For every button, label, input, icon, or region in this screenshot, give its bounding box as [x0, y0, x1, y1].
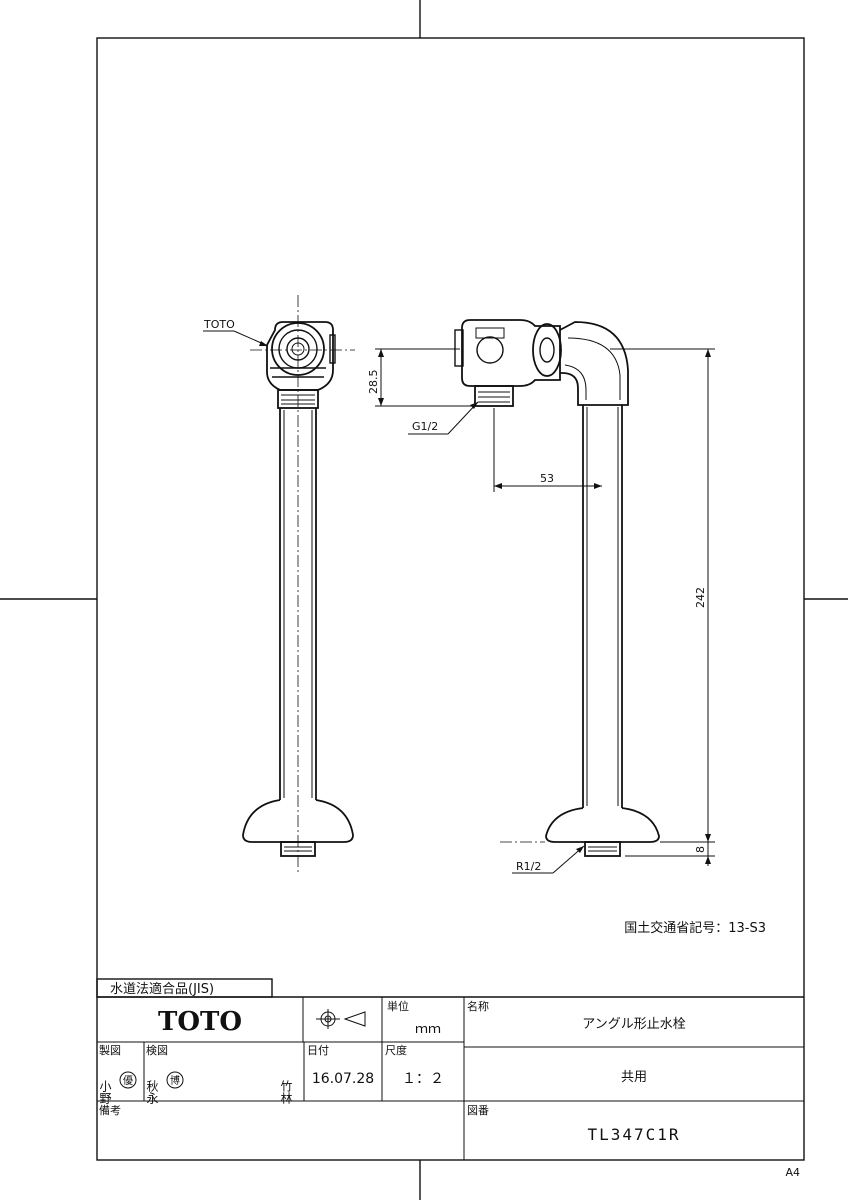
- common-usage: 共用: [621, 1070, 647, 1085]
- paper-size: A4: [785, 1166, 800, 1179]
- r-thread-label: R1/2: [516, 860, 541, 873]
- side-view: [454, 319, 660, 857]
- check-value: 秋永: [145, 1080, 159, 1104]
- jis-title: 水道法適合品(JIS): [110, 981, 214, 997]
- scale-value: １：２: [402, 1071, 444, 1087]
- name-label: 名称: [467, 999, 489, 1013]
- check-stamp-char: 博: [170, 1074, 180, 1087]
- scale-label: 尺度: [385, 1043, 407, 1057]
- date-label: 日付: [307, 1044, 329, 1057]
- dimension-53: [493, 408, 602, 492]
- dimension-28-5: [375, 348, 475, 407]
- unit-value: ｍｍ: [415, 1022, 441, 1037]
- toto-callout-label: TOTO: [203, 318, 235, 331]
- projection-symbol-icon: [316, 1009, 366, 1029]
- dim-28-5-label: 28.5: [367, 370, 380, 395]
- check-stamp: [166, 1071, 184, 1089]
- g-thread-label: G1/2: [412, 420, 438, 433]
- dim-8-label: 8: [694, 846, 707, 853]
- date-value: 16.07.28: [312, 1071, 374, 1087]
- registration-note: 国土交通省記号：13-S3: [624, 920, 766, 936]
- drawing-no-label: 図番: [467, 1104, 489, 1117]
- dim-53-label: 53: [540, 472, 554, 485]
- made-stamp-char: 優: [123, 1074, 133, 1087]
- r-thread-leader: [512, 845, 585, 874]
- dimension-242: [610, 348, 715, 866]
- company-logo: TOTO: [158, 1007, 242, 1037]
- made-label: 製図: [99, 1043, 121, 1057]
- unit-label: 単位: [387, 999, 409, 1013]
- drawing-number: TL347C1R: [587, 1125, 680, 1144]
- check-label: 検図: [146, 1043, 168, 1057]
- dim-242-label: 242: [694, 587, 707, 608]
- check-second: 竹林: [279, 1080, 293, 1104]
- title-block-lines: [96, 978, 804, 1160]
- front-view: [203, 295, 355, 875]
- remarks-label: 備考: [99, 1104, 121, 1117]
- made-value: 小野: [98, 1080, 112, 1104]
- name-value: アングル形止水栓: [582, 1017, 685, 1032]
- made-stamp: [119, 1071, 137, 1089]
- g-thread-leader: [408, 401, 479, 435]
